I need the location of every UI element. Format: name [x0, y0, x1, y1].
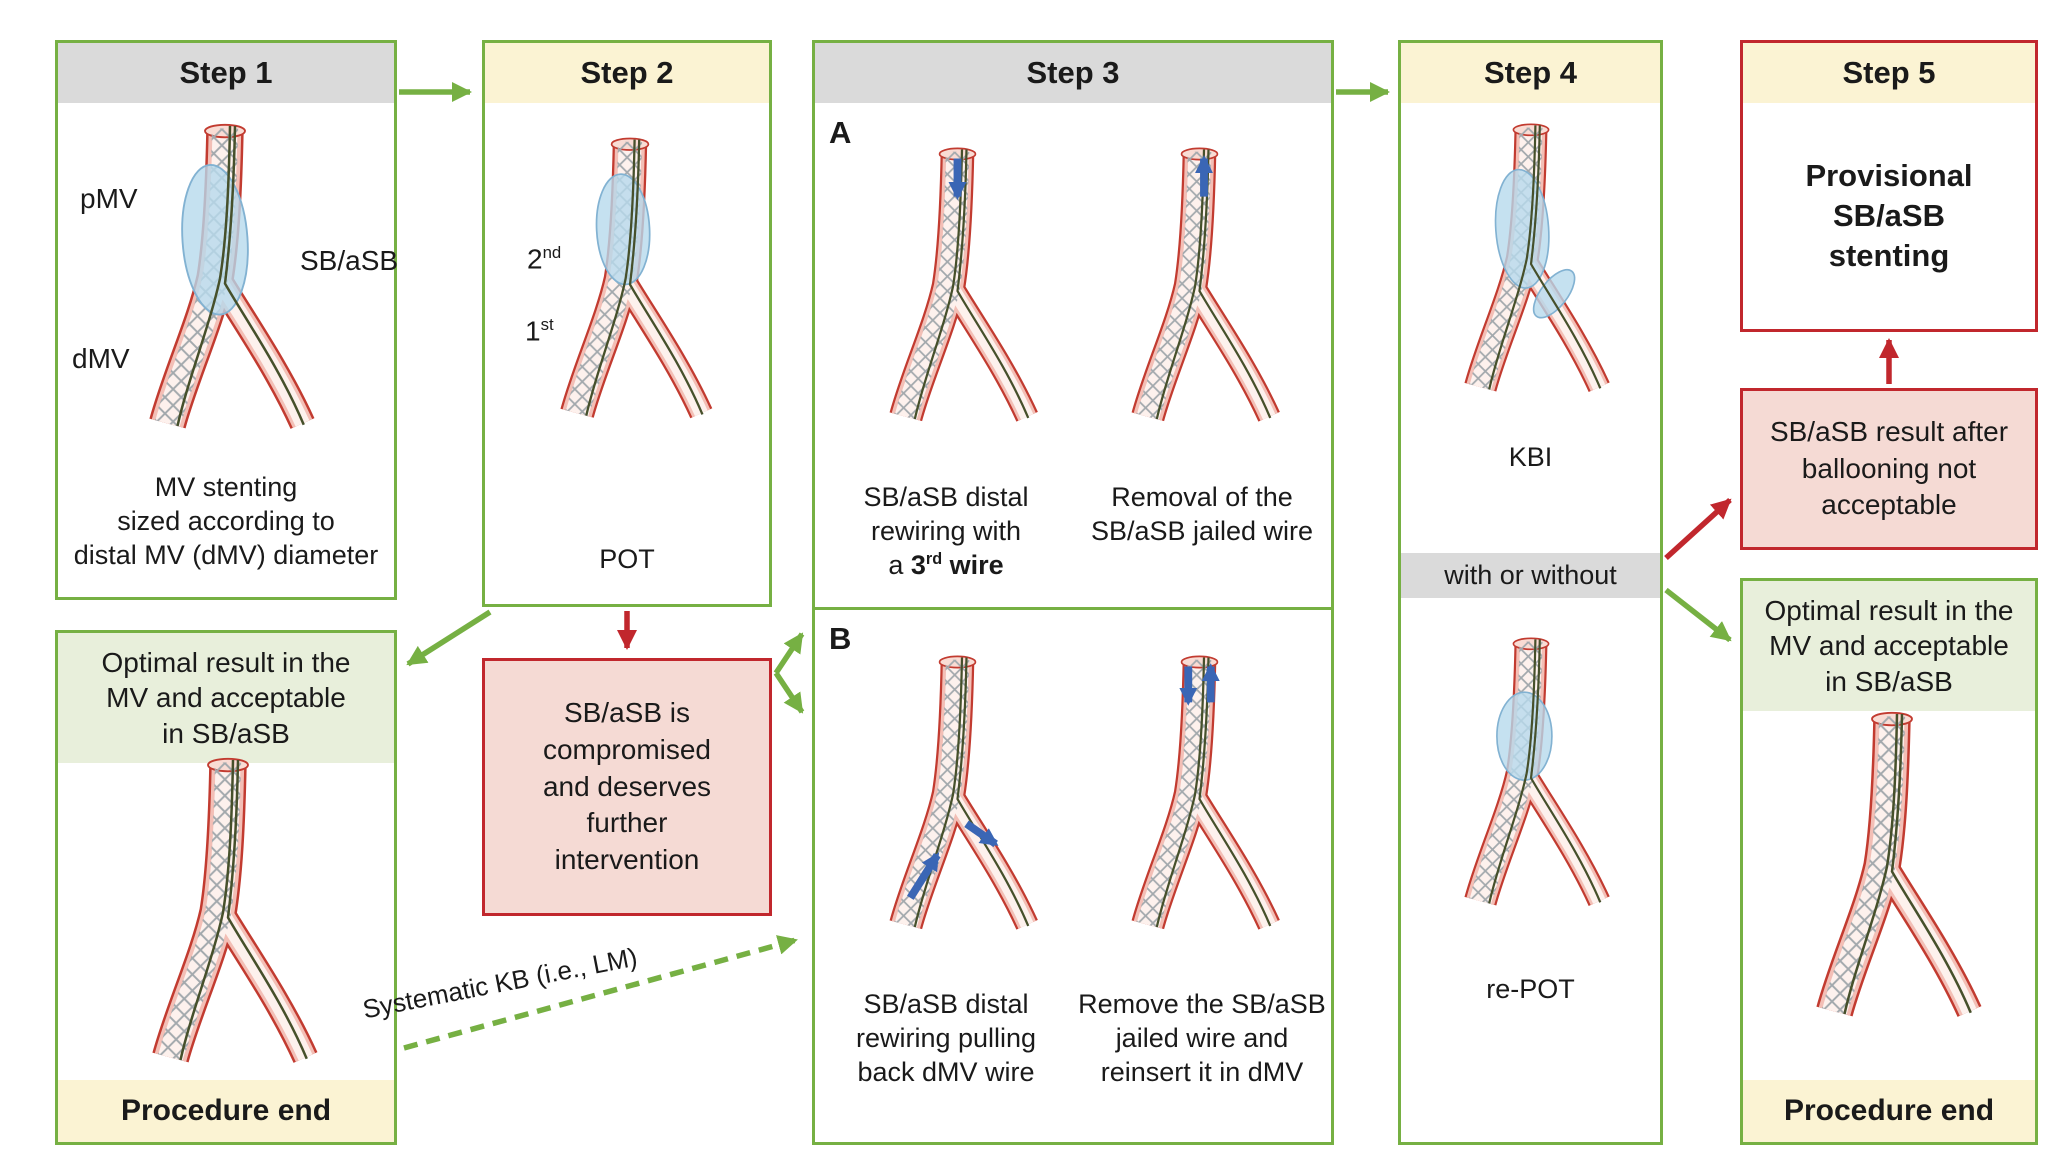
bifurcation-vessel [152, 757, 318, 1063]
sb-compromised-box: SB/aSB is compromised and deserves furth… [482, 658, 772, 916]
label-dmv: dMV [72, 343, 130, 374]
bifurcation-vessel [1816, 711, 1982, 1017]
sb-not-acceptable-box: SB/aSB result after ballooning not accep… [1740, 388, 2038, 550]
a1-caption-bold: 3rd wire [911, 550, 1004, 580]
optimal-result-right-box: Optimal result in the MV and acceptable … [1740, 578, 2038, 1145]
arrow-compromised-to-step3b [773, 671, 805, 714]
a1-caption-line2: rewiring with [870, 515, 1022, 546]
label-pmv: pMV [80, 183, 138, 214]
step1-vessel-illustration [100, 121, 350, 446]
step4-header: Step 4 [1401, 43, 1660, 103]
step3-b2-caption: Remove the SB/aSB jailed wire and reinse… [1078, 989, 1326, 1087]
step3-header: Step 3 [815, 43, 1331, 103]
step2-box: Step 2 2nd 1st POT [482, 40, 772, 607]
step3-b1-vessel-illustration [845, 653, 1070, 945]
step3-a1-caption: SB/aSB distal rewiring with a 3rd wire [823, 481, 1069, 582]
arrow-step4-to-not-acceptable [1664, 497, 1732, 561]
a1-caption-num: 3 [910, 549, 926, 580]
procedure-end-left: Procedure end [58, 1080, 394, 1142]
step3-b2-vessel-illustration [1087, 653, 1312, 945]
step1-header: Step 1 [58, 43, 394, 103]
bifurcation-vessel [1131, 655, 1280, 930]
section-b-label: B [829, 621, 852, 656]
bifurcation-vessel [1464, 637, 1610, 906]
bifurcation-vessel [1131, 147, 1280, 422]
step5-box: Step 5 Provisional SB/aSB stenting [1740, 40, 2038, 332]
step5-content: Provisional SB/aSB stenting [1805, 157, 1973, 274]
a1-caption-word: wire [942, 549, 1004, 580]
optimal-result-left-box: Optimal result in the MV and acceptable … [55, 630, 397, 1145]
bifurcation-vessel [889, 147, 1038, 422]
section-a-label: A [829, 115, 852, 150]
arrow-compromised-to-step3a [773, 632, 805, 675]
step4-kbi-caption: KBI [1508, 442, 1553, 472]
optimal-right-vessel-illustration [1767, 709, 2017, 1034]
step1-caption: MV stenting sized according to distal MV… [73, 472, 379, 570]
procedure-end-right: Procedure end [1743, 1080, 2035, 1142]
step3-section-b: B SB/aSB distal rewiring pulling back dM… [815, 613, 1331, 1142]
step3-a2-vessel-illustration [1087, 145, 1312, 437]
label-1st-num: 1 [525, 315, 541, 347]
step4-box: Step 4 KBI with or without re-POT [1398, 40, 1663, 1145]
arrow-step4-to-optimal-right [1664, 587, 1732, 643]
step3-box: Step 3 A SB/aSB distal rewiring with a 3… [812, 40, 1334, 1145]
step2-caption-pot: POT [599, 544, 655, 574]
step1-box: Step 1 pMV SB/aSB dMV MV stenting sized … [55, 40, 399, 600]
step3-a2-caption: Removal of the SB/aSB jailed wire [1090, 482, 1314, 546]
a1-caption-line3-pre: a [888, 549, 911, 580]
label-2nd-stent: 2nd [527, 243, 561, 275]
optimal-right-header: Optimal result in the MV and acceptable … [1743, 581, 2035, 711]
sb-not-acceptable-text: SB/aSB result after ballooning not accep… [1769, 415, 2009, 521]
bifurcation-vessel [1464, 123, 1610, 392]
label-1st-sup: st [540, 315, 554, 334]
step2-header: Step 2 [485, 43, 769, 103]
bifurcation-vessel [149, 123, 315, 429]
step4-kbi-vessel-illustration [1421, 121, 1641, 407]
step3-section-a: A SB/aSB distal rewiring with a 3rd wire… [815, 103, 1331, 610]
step4-repot-vessel-illustration [1421, 635, 1641, 921]
label-sb-asb: SB/aSB [300, 245, 399, 276]
bifurcation-vessel [889, 655, 1038, 930]
step2-vessel-illustration [515, 135, 745, 434]
bifurcation-vessel [560, 137, 713, 419]
label-1st-stent: 1st [525, 315, 554, 347]
step5-header: Step 5 [1743, 43, 2035, 103]
a1-caption-sup: rd [925, 549, 943, 568]
with-or-without-band: with or without [1401, 553, 1660, 598]
step4-repot-caption: re-POT [1486, 974, 1575, 1004]
sb-compromised-text: SB/aSB is compromised and deserves furth… [542, 696, 712, 876]
optimal-left-header: Optimal result in the MV and acceptable … [58, 633, 394, 763]
optimal-left-vessel-illustration [103, 755, 353, 1080]
step3-a1-vessel-illustration [845, 145, 1070, 437]
label-2nd-sup: nd [542, 243, 562, 262]
label-2nd-num: 2 [527, 243, 543, 275]
step3-b1-caption: SB/aSB distal rewiring pulling back dMV … [855, 989, 1037, 1087]
arrow-step2-to-optimal-left [406, 609, 492, 667]
a1-caption-line1: SB/aSB distal [863, 482, 1029, 512]
